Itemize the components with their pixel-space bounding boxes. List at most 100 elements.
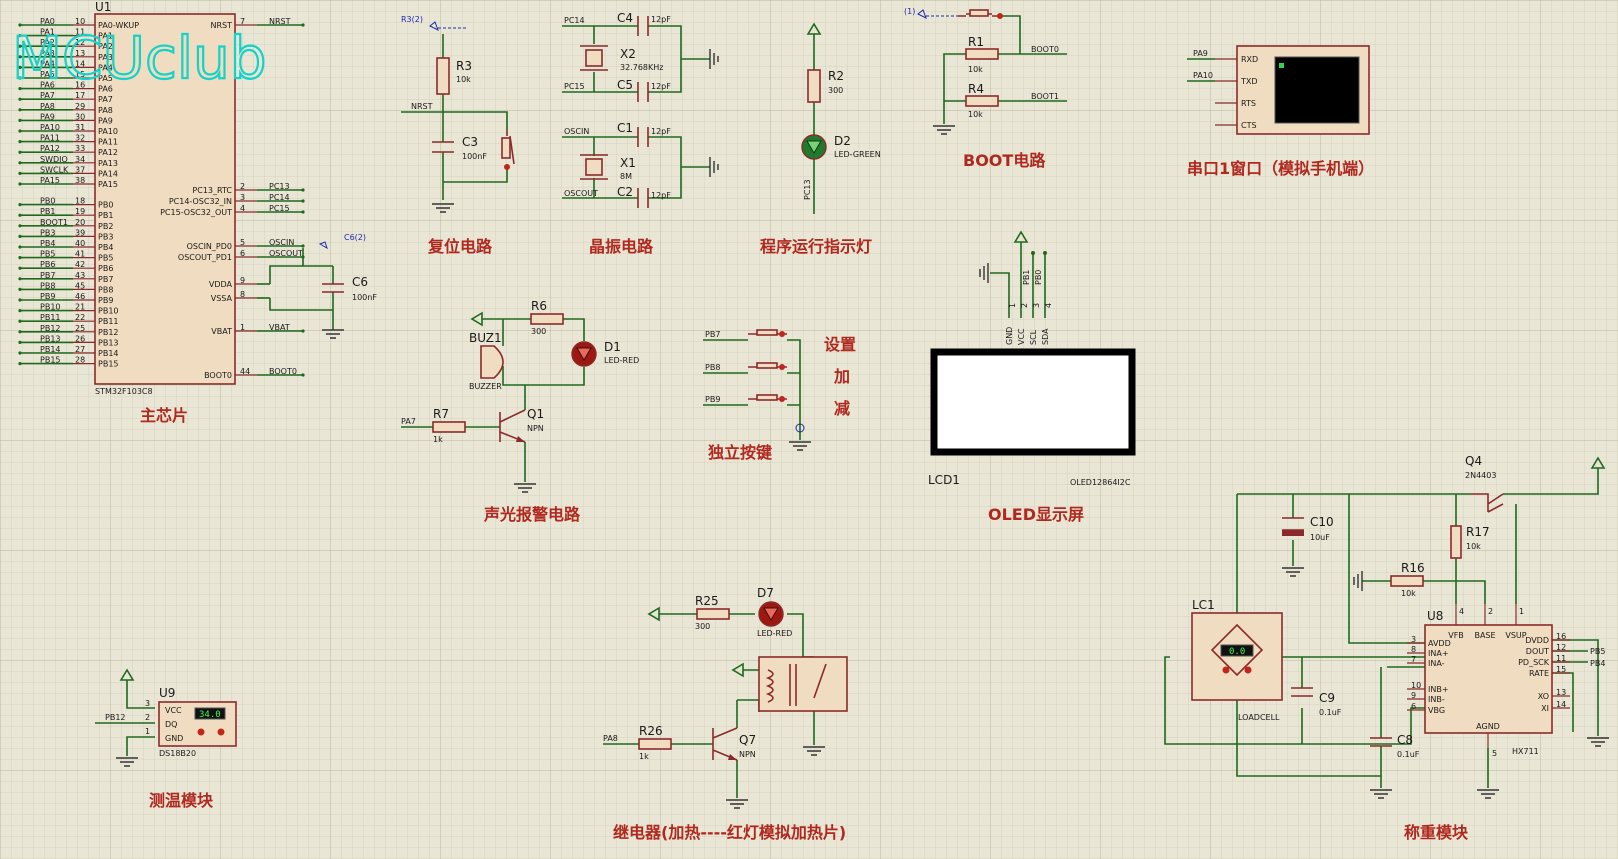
oled-pin-vcc: VCC: [1017, 328, 1026, 345]
u9-part: DS18B20: [159, 749, 196, 758]
power-arrow-icon: [1590, 456, 1606, 469]
up-button-icon[interactable]: [217, 728, 225, 736]
net-terminal-icon: [18, 245, 22, 249]
mcu-net-label: VBAT: [269, 323, 290, 332]
mcu-pin-number: 40: [75, 239, 85, 248]
mcu-pin-name: PB5: [98, 254, 113, 263]
mcu-pin-number: 3: [240, 193, 245, 202]
ground-icon: [803, 746, 825, 756]
hx711-pin-name: VSUP: [1505, 631, 1526, 640]
c6-ref: C6: [352, 275, 368, 289]
hx711-pin-name: RATE: [1529, 669, 1549, 678]
weigh-circuit[interactable]: C10 10uF Q4 2N4403 R17 10k R16 10k 0.0 L…: [1164, 454, 1609, 799]
down-button-icon[interactable]: [197, 728, 205, 736]
net-terminal-icon: [301, 329, 305, 333]
section-label-temp: 测温模块: [149, 791, 214, 810]
mcu-body[interactable]: [94, 13, 236, 385]
relay-circuit[interactable]: R25 300 D7 LED-RED R26 1k PA8 Q7 NPN: [603, 586, 848, 809]
net-terminal-icon: [18, 277, 22, 281]
mcu-pin-name: PB10: [98, 307, 119, 316]
mcu-u1[interactable]: U1 STM32F103C8 PA0-WKUP10PA0PA111PA1PA21…: [18, 0, 333, 396]
boot-circuit[interactable]: (1) R1 10k R4 10k BOOT0 BOOT1: [904, 7, 1067, 135]
mcu-pin-name: PA13: [98, 159, 118, 168]
ground-icon: [933, 125, 955, 135]
section-label-keys: 独立按键: [708, 443, 772, 462]
mcu-pin-number: 46: [75, 292, 85, 301]
mcu-net-label: PB9: [40, 292, 55, 301]
terminal-screen[interactable]: [1274, 56, 1360, 124]
mcu-net-label: PB0: [40, 197, 55, 206]
net-terminal-icon: [18, 87, 22, 91]
mcu-net-label: PB5: [40, 250, 55, 259]
down-button-icon[interactable]: [1222, 666, 1230, 674]
r1-ref: R1: [968, 35, 984, 49]
net-terminal-icon: [18, 44, 22, 48]
mcu-net-label: OSCIN: [269, 238, 294, 247]
hx711-body[interactable]: [1424, 624, 1553, 734]
oled-screen[interactable]: [930, 348, 1136, 456]
mcu-pin-number: 34: [75, 155, 85, 164]
alarm-circuit[interactable]: R6 300 D1 LED-RED BUZ1 BUZZER R7 1k PA7 …: [401, 299, 639, 493]
up-button-icon[interactable]: [1244, 666, 1252, 674]
svg-text:1: 1: [145, 727, 150, 736]
indicator-circuit[interactable]: R2 300 D2 LED-GREEN PC13: [801, 22, 881, 214]
section-label-reset: 复位电路: [427, 237, 493, 256]
r26-value: 1k: [639, 752, 649, 761]
power-arrow-icon: [806, 22, 822, 35]
net-terminal-icon: [18, 129, 22, 133]
reset-circuit[interactable]: R3(2) R3 10k C3 100nF NRST: [401, 15, 515, 213]
net-terminal-icon: [18, 340, 22, 344]
key-label-up: 加: [833, 367, 850, 386]
d2-ref: D2: [834, 134, 851, 148]
hx711-pin-number: 15: [1556, 665, 1566, 674]
mcu-net-label: PB4: [40, 239, 55, 248]
mcu-net-label: BOOT1: [40, 218, 68, 227]
buz1-value: BUZZER: [469, 382, 502, 391]
mcu-pin-name: PB7: [98, 275, 113, 284]
mcu-pin-name: PA0-WKUP: [98, 21, 139, 30]
mcu-net-label: PA11: [40, 134, 60, 143]
r17-ref: R17: [1466, 525, 1490, 539]
net-pa7: PA7: [401, 417, 416, 426]
power-arrow-icon: [647, 606, 660, 622]
net-pb1: PB1: [1022, 270, 1031, 285]
mcu-net-label: PA15: [40, 176, 60, 185]
net-terminal-icon: [18, 330, 22, 334]
net-terminal-icon: [301, 210, 305, 214]
net-terminal-icon: [18, 118, 22, 122]
temp-sensor[interactable]: 34.0 VCC DQ GND 3 2 1 U9 DS18B20 PB12: [95, 668, 237, 767]
mcu-pin-number: 13: [75, 49, 85, 58]
net-terminal-icon: [18, 108, 22, 112]
mcu-pin-number: 39: [75, 228, 85, 237]
hx711-pin-number: 4: [1459, 607, 1464, 616]
c8-ref: C8: [1397, 733, 1413, 747]
loadcell-reading: 0.0: [1229, 647, 1245, 657]
svg-text:4: 4: [1044, 303, 1053, 308]
c1-ref: C1: [617, 121, 633, 135]
oled-display[interactable]: PB1 PB0 1 2 3 4 GND VCC SCL SDA LCD1 OLE…: [928, 230, 1136, 487]
net-boot1: BOOT1: [1031, 92, 1059, 101]
net-terminal-icon: [18, 287, 22, 291]
mcu-pin-number: 4: [240, 204, 245, 213]
loadcell-readout: [1220, 644, 1254, 657]
mcu-pin-number: 14: [75, 59, 85, 68]
power-arrow-icon: [1013, 230, 1029, 243]
mcu-pin-name: VSSA: [211, 294, 233, 303]
capacitor-c6[interactable]: C6 100nF C6(2): [318, 233, 377, 339]
hx711-pin-name: XI: [1541, 704, 1549, 713]
mcu-pin-number: 42: [75, 260, 85, 269]
mcu-pin-number: 41: [75, 250, 85, 259]
net-terminal-icon: [18, 309, 22, 313]
uart-terminal[interactable]: RXD TXD RTS CTS PA9 PA10: [1187, 45, 1370, 135]
mcu-pin-name: PA5: [98, 74, 113, 83]
net-terminal-icon: [18, 55, 22, 59]
keys-circuit[interactable]: PB7 PB8 PB9 设置 加 减: [703, 329, 856, 451]
net-pa8: PA8: [603, 734, 618, 743]
mcu-pin-number: 16: [75, 81, 85, 90]
lc1-ref: LC1: [1192, 598, 1215, 612]
c6-probe-label: C6(2): [344, 233, 366, 242]
net-oscout: OSCOUT: [564, 189, 598, 198]
net-terminal-icon: [301, 23, 305, 27]
crystal-circuit[interactable]: C4 12pF C5 12pF X2 32.768KHz PC14 PC15 C…: [562, 11, 719, 208]
c9-plates: [1291, 687, 1313, 697]
